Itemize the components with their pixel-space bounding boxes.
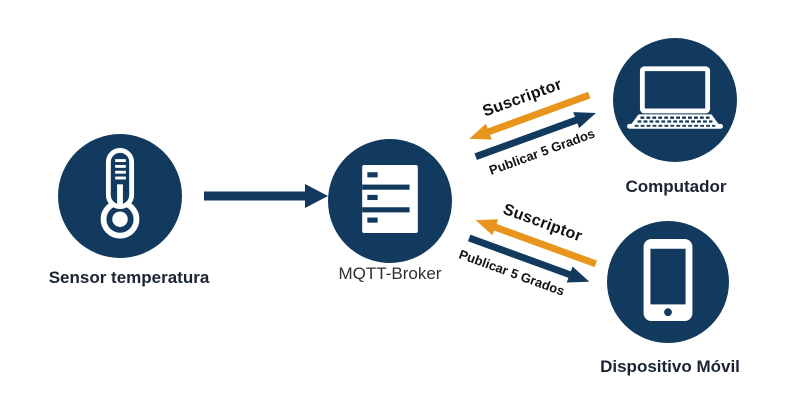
broker-node-circle xyxy=(328,139,452,263)
mobile-node-circle xyxy=(607,221,729,343)
sensor-node-label: Sensor temperatura xyxy=(48,268,210,287)
sensor-to-broker-arrow xyxy=(204,183,328,209)
computer-node-circle xyxy=(613,38,737,162)
subscribe-arrow-orange xyxy=(469,91,591,140)
broker-computer-link: Suscriptor Publicar 5 Grados xyxy=(440,61,625,188)
broker-mobile-link: Suscriptor Publicar 5 Grados xyxy=(441,186,626,313)
thermometer-icon xyxy=(89,147,151,246)
mobile-node-label: Dispositivo Móvil xyxy=(600,357,740,376)
server-icon xyxy=(362,164,418,238)
sensor-node-circle xyxy=(58,134,182,258)
smartphone-icon xyxy=(643,238,693,326)
broker-node-label: MQTT-Broker xyxy=(338,264,442,283)
publish-arrow-navy xyxy=(474,112,596,161)
subscribe-arrow-orange xyxy=(475,219,598,268)
computer-node-label: Computador xyxy=(625,177,727,196)
laptop-icon xyxy=(627,65,723,135)
publish-arrow-navy xyxy=(467,234,590,283)
